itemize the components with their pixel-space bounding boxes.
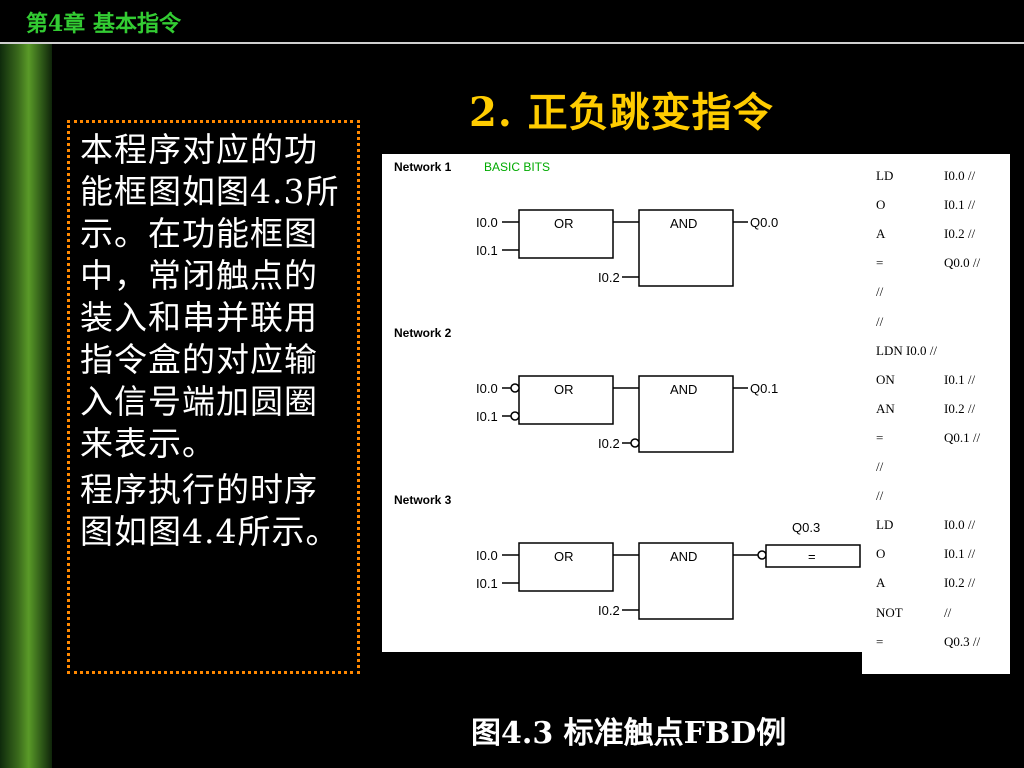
instruction-op: = <box>876 255 884 271</box>
instruction-row: LD I0.0 // <box>862 168 1010 188</box>
instruction-op: ON <box>876 371 895 387</box>
instruction-op: A <box>876 575 886 591</box>
network-comment: BASIC BITS <box>484 160 550 174</box>
or-box <box>518 542 614 592</box>
and-box-label: AND <box>670 549 697 564</box>
instruction-op: A <box>876 226 886 242</box>
instruction-op: LD <box>876 517 894 533</box>
instruction-row: ON I0.1 // <box>862 372 1010 392</box>
instruction-operand: Q0.3 // <box>944 633 981 649</box>
and-box-label: AND <box>670 382 697 397</box>
input-label: I0.0 <box>476 215 498 230</box>
and-box <box>638 375 734 453</box>
instruction-operand: I0.2 // <box>944 226 976 242</box>
or-box-label: OR <box>554 382 574 397</box>
instruction-operand: Q0.1 // <box>944 429 981 445</box>
or-box <box>518 375 614 425</box>
or-box-label: OR <box>554 216 574 231</box>
instruction-operand: I0.1 // <box>944 546 976 562</box>
input-label: I0.2 <box>598 270 620 285</box>
or-box <box>518 209 614 259</box>
input-label: I0.0 <box>476 381 498 396</box>
coil-box <box>765 544 861 568</box>
and-box <box>638 209 734 287</box>
negation-circle <box>510 411 520 421</box>
negation-circle <box>510 383 520 393</box>
instruction-operand: Q0.0 // <box>944 255 981 271</box>
input-label: I0.1 <box>476 409 498 424</box>
slide-title: 2. 正负跳变指令 <box>469 89 774 136</box>
decorative-side-bar <box>0 44 52 768</box>
explanation-textbox: 本程序对应的功能框图如图4.3所示。在功能框图中，常闭触点的装入和串并联用指令盒… <box>67 120 360 674</box>
header-bar: 第4章 基本指令 <box>0 0 1024 42</box>
instruction-op: // <box>876 488 884 504</box>
instruction-row: = Q0.1 // <box>862 430 1010 450</box>
input-label: I0.0 <box>476 548 498 563</box>
paragraph-2: 程序执行的时序图如图4.4所示。 <box>80 470 340 551</box>
instruction-op: O <box>876 197 886 213</box>
instruction-row: // <box>862 284 1010 304</box>
and-box <box>638 542 734 620</box>
instruction-operand: I0.1 // <box>944 371 976 387</box>
coil-label: Q0.3 <box>792 520 820 535</box>
and-box-label: AND <box>670 216 697 231</box>
instruction-row: // <box>862 314 1010 334</box>
instruction-op: AN <box>876 400 895 416</box>
instruction-op: LD <box>876 168 894 183</box>
instruction-row: // <box>862 488 1010 508</box>
instruction-row: O I0.1 // <box>862 546 1010 566</box>
negation-circle <box>757 550 767 560</box>
input-label: I0.2 <box>598 603 620 618</box>
instruction-op: = <box>876 633 884 649</box>
network-label: Network 3 <box>394 493 452 507</box>
figure-caption: 图4.3 标准触点FBD例 <box>471 716 787 751</box>
or-box-label: OR <box>554 549 574 564</box>
paragraph-1: 本程序对应的功能框图如图4.3所示。在功能框图中，常闭触点的装入和串并联用指令盒… <box>80 130 340 463</box>
instruction-operand: I0.2 // <box>944 575 976 591</box>
instruction-op: // <box>876 459 884 474</box>
chapter-title: 第4章 基本指令 <box>26 11 181 37</box>
input-label: I0.2 <box>598 436 620 451</box>
instruction-row: // <box>862 459 1010 479</box>
instruction-op: O <box>876 546 886 562</box>
negation-circle <box>630 438 640 448</box>
instruction-operand: I0.0 // <box>944 517 976 533</box>
instruction-row: A I0.2 // <box>862 226 1010 246</box>
network-label: Network 1 <box>394 160 452 174</box>
instruction-op: // <box>876 284 884 300</box>
instruction-row: LD I0.0 // <box>862 517 1010 537</box>
instruction-op: = <box>876 429 884 445</box>
instruction-operand: I0.2 // <box>944 400 976 416</box>
instruction-row: = Q0.3 // <box>862 634 1010 654</box>
instruction-op: LDN I0.0 // <box>876 342 938 358</box>
instruction-row: O I0.1 // <box>862 197 1010 217</box>
instruction-operand: I0.1 // <box>944 197 976 213</box>
coil-symbol: = <box>808 549 816 564</box>
header-divider <box>0 42 1024 44</box>
instruction-op: // <box>876 313 884 329</box>
input-label: I0.1 <box>476 576 498 591</box>
instruction-op: NOT <box>876 604 903 620</box>
input-label: I0.1 <box>476 243 498 258</box>
instruction-row: A I0.2 // <box>862 575 1010 595</box>
instruction-operand: I0.0 // <box>944 168 976 183</box>
instruction-row: AN I0.2 // <box>862 401 1010 421</box>
instruction-operand: // <box>944 604 952 620</box>
network-label: Network 2 <box>394 326 452 340</box>
instruction-row: = Q0.0 // <box>862 255 1010 275</box>
output-label: Q0.1 <box>750 381 778 396</box>
instruction-row: NOT // <box>862 605 1010 625</box>
output-label: Q0.0 <box>750 215 778 230</box>
instruction-row: LDN I0.0 // <box>862 343 1010 363</box>
